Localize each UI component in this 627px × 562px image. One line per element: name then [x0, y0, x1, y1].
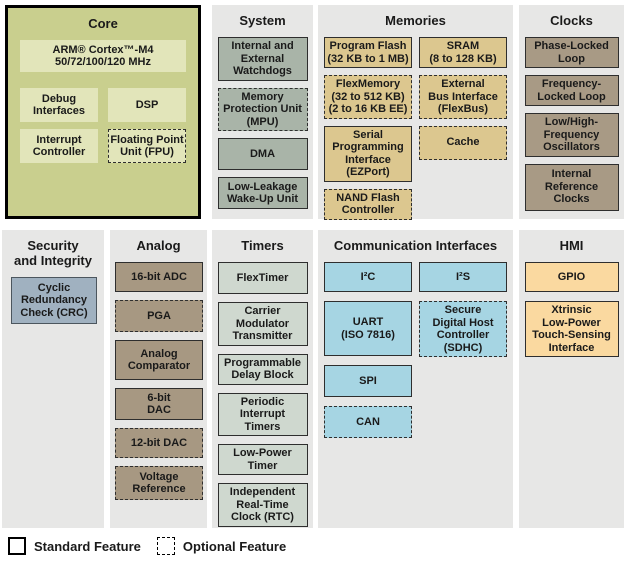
block-interrupt-controller: Interrupt Controller	[20, 129, 98, 163]
block-dsp: DSP	[108, 88, 186, 122]
block-flexmemory: FlexMemory (32 to 512 KB) (2 to 16 KB EE…	[324, 75, 412, 119]
block-frequency-locked-loop: Frequency- Locked Loop	[524, 75, 619, 106]
block-phase-locked-loop: Phase-Locked Loop	[524, 37, 619, 68]
memories-column-right: SRAM (8 to 128 KB) External Bus Interfac…	[419, 37, 507, 227]
block-low-high-frequency-oscillators: Low/High- Frequency Oscillators	[524, 113, 619, 157]
comm-column-right: I²S Secure Digital Host Controller (SDHC…	[419, 262, 507, 447]
block-can: CAN	[324, 406, 412, 438]
section-system-title: System	[239, 13, 286, 28]
block-12-bit-dac: 12-bit DAC	[115, 428, 203, 458]
section-core: Core ARM® Cortex™-M4 50/72/100/120 MHz D…	[5, 5, 201, 219]
block-floating-point-unit: Floating Point Unit (FPU)	[108, 129, 186, 163]
block-cache: Cache	[419, 125, 507, 160]
section-memories-title: Memories	[385, 13, 446, 28]
section-analog: Analog 16-bit ADC PGA Analog Comparator …	[110, 230, 207, 528]
block-sram: SRAM (8 to 128 KB)	[419, 37, 507, 68]
block-i2c: I²C	[324, 262, 412, 292]
block-internal-external-watchdogs: Internal and External Watchdogs	[217, 37, 308, 81]
block-carrier-modulator-transmitter: Carrier Modulator Transmitter	[217, 302, 308, 346]
block-arm-cortex-m4: ARM® Cortex™-M4 50/72/100/120 MHz	[20, 40, 186, 72]
section-security-title: Security and Integrity	[13, 238, 92, 268]
block-i2s: I²S	[419, 262, 507, 292]
memories-column-left: Program Flash (32 KB to 1 MB) FlexMemory…	[324, 37, 412, 227]
legend-optional-feature-label: Optional Feature	[182, 538, 287, 554]
block-program-flash: Program Flash (32 KB to 1 MB)	[324, 37, 412, 68]
block-independent-real-time-clock: Independent Real-Time Clock (RTC)	[217, 483, 308, 527]
section-timers: Timers FlexTimer Carrier Modulator Trans…	[212, 230, 313, 528]
block-programmable-delay-block: Programmable Delay Block	[217, 353, 308, 385]
block-external-bus-interface: External Bus Interface (FlexBus)	[419, 75, 507, 119]
block-low-power-timer: Low-Power Timer	[217, 444, 308, 475]
block-nand-flash-controller: NAND Flash Controller	[324, 188, 412, 220]
block-xtrinsic-touch-sensing-interface: Xtrinsic Low-Power Touch-Sensing Interfa…	[524, 301, 619, 357]
block-pga: PGA	[115, 300, 203, 332]
block-analog-comparator: Analog Comparator	[115, 340, 203, 380]
section-system: System Internal and External Watchdogs M…	[212, 5, 313, 219]
block-periodic-interrupt-timers: Periodic Interrupt Timers	[217, 392, 308, 436]
comm-column-left: I²C UART (ISO 7816) SPI CAN	[324, 262, 412, 447]
core-block-grid: Debug Interfaces DSP Interrupt Controlle…	[20, 88, 186, 170]
legend-standard-feature-swatch	[8, 537, 26, 555]
block-6-bit-dac: 6-bit DAC	[115, 388, 203, 420]
block-low-leakage-wakeup-unit: Low-Leakage Wake-Up Unit	[217, 177, 308, 209]
block-flextimer: FlexTimer	[217, 262, 308, 294]
block-uart-iso7816: UART (ISO 7816)	[324, 301, 412, 356]
block-debug-interfaces: Debug Interfaces	[20, 88, 98, 122]
block-internal-reference-clocks: Internal Reference Clocks	[524, 163, 619, 211]
section-clocks-title: Clocks	[550, 13, 593, 28]
section-core-title: Core	[88, 16, 118, 31]
legend-optional-feature-swatch	[156, 537, 175, 555]
section-comm-title: Communication Interfaces	[333, 238, 498, 253]
block-16-bit-adc: 16-bit ADC	[115, 262, 203, 292]
block-serial-programming-interface: Serial Programming Interface (EZPort)	[324, 125, 412, 182]
block-dma: DMA	[217, 138, 308, 170]
block-cyclic-redundancy-check: Cyclic Redundancy Check (CRC)	[11, 277, 97, 324]
block-gpio: GPIO	[524, 262, 619, 292]
block-spi: SPI	[324, 365, 412, 397]
section-communication-interfaces: Communication Interfaces I²C UART (ISO 7…	[318, 230, 513, 528]
section-memories: Memories Program Flash (32 KB to 1 MB) F…	[318, 5, 513, 220]
block-memory-protection-unit: Memory Protection Unit (MPU)	[217, 87, 308, 131]
section-analog-title: Analog	[136, 238, 181, 253]
block-voltage-reference: Voltage Reference	[115, 466, 203, 500]
section-clocks: Clocks Phase-Locked Loop Frequency- Lock…	[519, 5, 624, 219]
section-timers-title: Timers	[241, 238, 284, 253]
section-security-and-integrity: Security and Integrity Cyclic Redundancy…	[2, 230, 104, 528]
legend-standard-feature-label: Standard Feature	[34, 538, 141, 554]
block-secure-digital-host-controller: Secure Digital Host Controller (SDHC)	[419, 301, 507, 357]
section-hmi: HMI GPIO Xtrinsic Low-Power Touch-Sensin…	[519, 230, 624, 528]
comm-columns: I²C UART (ISO 7816) SPI CAN I²S Secure D…	[323, 262, 508, 447]
legend: Standard Feature Optional Feature	[8, 537, 302, 555]
section-hmi-title: HMI	[559, 238, 584, 253]
memories-columns: Program Flash (32 KB to 1 MB) FlexMemory…	[323, 37, 508, 227]
